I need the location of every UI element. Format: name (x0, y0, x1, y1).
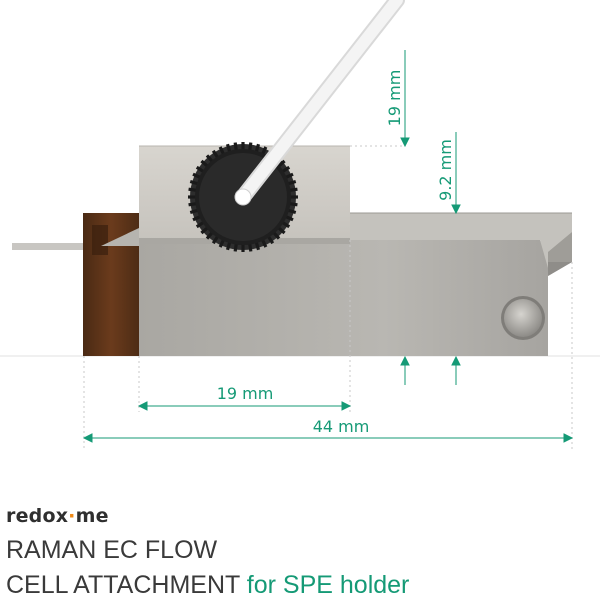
dim-label-width-block: 19 mm (217, 384, 274, 403)
dim-label-height-top: 19 mm (385, 70, 404, 127)
grey-body (139, 240, 548, 356)
brand-dot: · (68, 505, 76, 527)
left-wedge (101, 228, 139, 246)
product-title-line-1: RAMAN EC FLOW (6, 536, 218, 564)
left-rod (12, 243, 92, 250)
brand-logo: redox·me (6, 505, 109, 529)
product-title-accent: for SPE holder (239, 571, 410, 599)
device-drawing: 19 mm 9.2 mm 19 mm 44 mm (0, 0, 600, 450)
brand-part-1: redox (6, 505, 69, 527)
brand-part-2: me (75, 505, 109, 527)
step-plate (350, 213, 572, 268)
dim-label-height-step: 9.2 mm (436, 139, 455, 201)
product-title-line-2: CELL ATTACHMENT for SPE holder (6, 571, 409, 600)
product-title-main: CELL ATTACHMENT (6, 571, 240, 599)
dim-label-width-total: 44 mm (313, 417, 370, 436)
